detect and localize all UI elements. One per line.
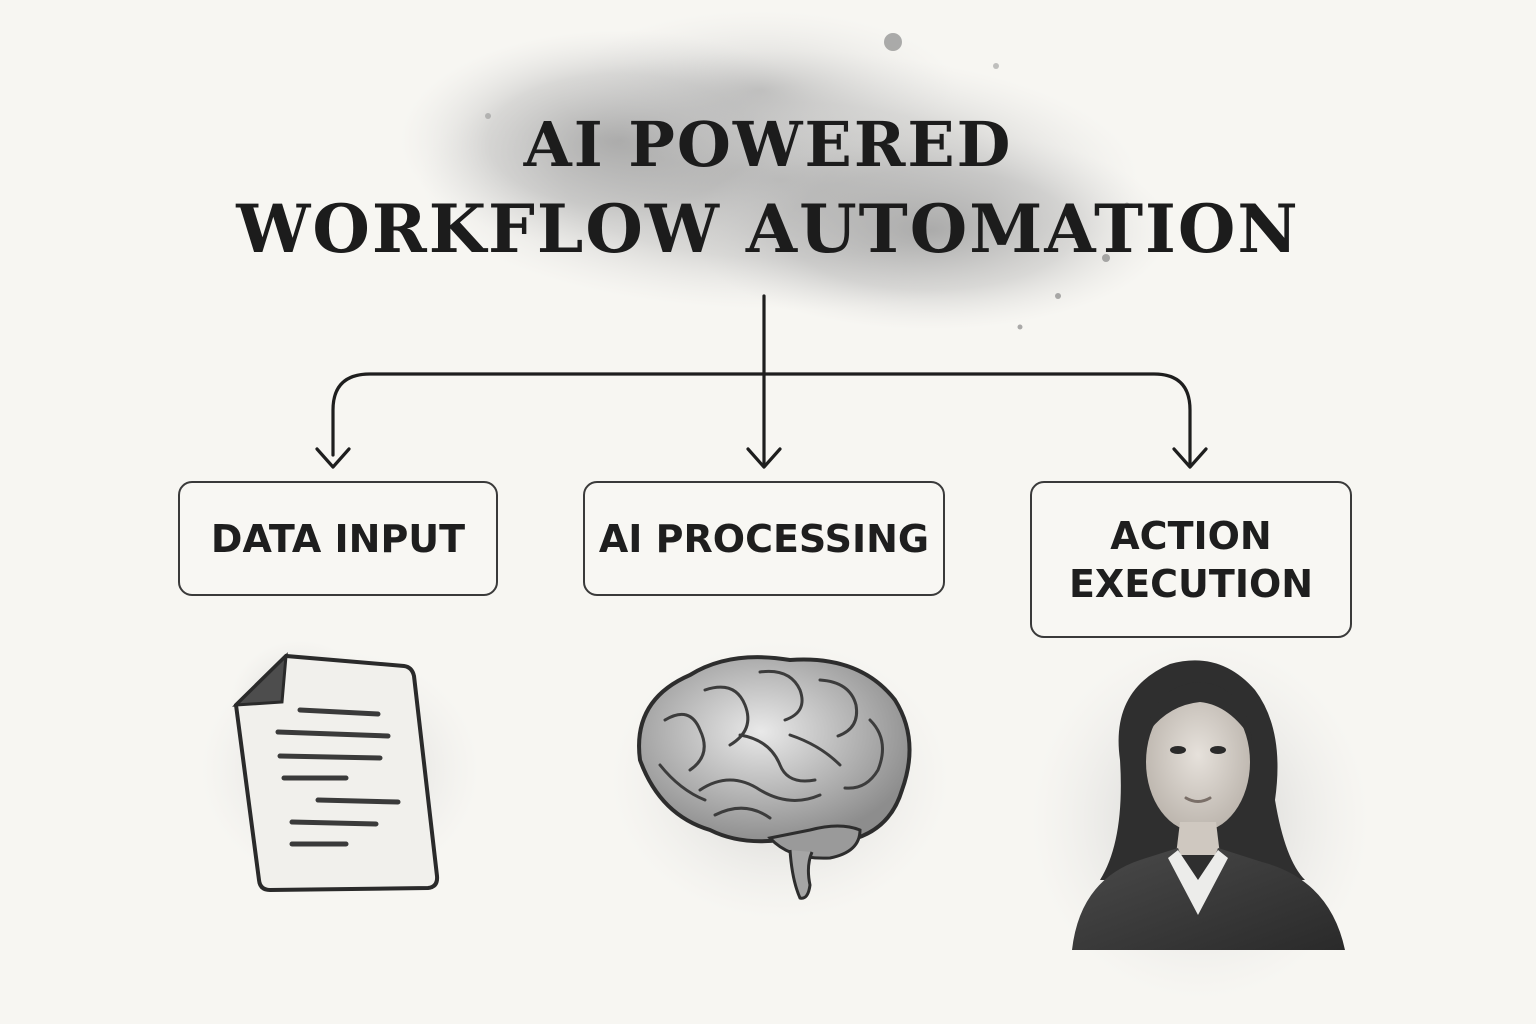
action-execution-label-line2: EXECUTION <box>1068 561 1314 606</box>
title-line-2: WORKFLOW AUTOMATION <box>236 190 1300 268</box>
ai-processing-label: AI PROCESSING <box>598 516 930 561</box>
branch-line <box>331 372 1192 467</box>
arrowhead-left <box>315 447 351 469</box>
brain-icon <box>610 640 950 920</box>
title-line-1: AI POWERED <box>523 108 1013 181</box>
action-execution-box: ACTION EXECUTION <box>1030 481 1352 638</box>
arrowhead-right <box>1172 447 1208 469</box>
document-icon <box>200 640 480 893</box>
action-execution-label-line1: ACTION <box>1110 513 1272 558</box>
data-input-label: DATA INPUT <box>210 516 466 561</box>
ai-processing-box: AI PROCESSING <box>583 481 945 596</box>
person-portrait <box>1030 640 1370 1000</box>
connector-lines <box>315 294 1208 469</box>
title-wash <box>400 10 1170 330</box>
data-input-box: DATA INPUT <box>178 481 498 596</box>
arrowhead-center <box>746 447 782 469</box>
